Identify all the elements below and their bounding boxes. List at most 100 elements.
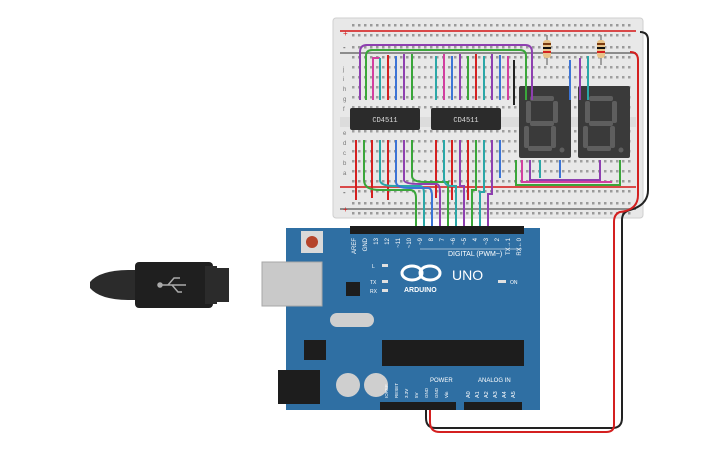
breadboard-hole <box>436 76 439 79</box>
breadboard-hole <box>460 96 463 99</box>
analog-label: ANALOG IN <box>478 378 511 384</box>
seven-segment-display-2[interactable] <box>578 86 630 158</box>
breadboard-hole <box>508 140 511 143</box>
breadboard-hole <box>454 56 457 59</box>
breadboard-hole <box>544 76 547 79</box>
breadboard-hole <box>418 56 421 59</box>
breadboard-hole <box>586 170 589 173</box>
breadboard-hole <box>454 150 457 153</box>
breadboard-hole <box>616 34 619 37</box>
arduino-wires[interactable] <box>363 31 649 433</box>
capacitor-2 <box>364 373 388 397</box>
breadboard-hole <box>454 180 457 183</box>
breadboard-hole <box>580 34 583 37</box>
breadboard-hole <box>364 212 367 215</box>
breadboard-hole <box>502 56 505 59</box>
breadboard-hole <box>394 46 397 49</box>
breadboard-hole <box>454 130 457 133</box>
power-pin-label: 3.3V <box>404 389 409 398</box>
breadboard-hole <box>358 24 361 27</box>
breadboard-hole <box>586 190 589 193</box>
breadboard-hole <box>376 106 379 109</box>
breadboard-hole <box>532 34 535 37</box>
breadboard-hole <box>364 190 367 193</box>
breadboard-hole <box>370 96 373 99</box>
breadboard-hole <box>424 140 427 143</box>
chip-label: CD4511 <box>453 117 478 125</box>
breadboard-hole <box>508 34 511 37</box>
breadboard-hole <box>592 56 595 59</box>
breadboard-hole <box>628 212 631 215</box>
breadboard-hole <box>520 190 523 193</box>
row-letter: c <box>343 151 346 157</box>
breadboard-hole <box>394 190 397 193</box>
breadboard-hole <box>376 190 379 193</box>
usb-cable[interactable] <box>90 262 229 308</box>
breadboard-hole <box>418 202 421 205</box>
breadboard-hole <box>412 24 415 27</box>
breadboard-hole <box>430 96 433 99</box>
chip-cd4511-2[interactable]: CD4511 <box>431 108 501 130</box>
breadboard-hole <box>520 76 523 79</box>
resistor-1[interactable] <box>543 35 551 65</box>
breadboard-hole <box>418 140 421 143</box>
breadboard-hole <box>460 130 463 133</box>
resistor-2[interactable] <box>597 35 605 65</box>
breadboard-hole <box>382 66 385 69</box>
breadboard-hole <box>370 86 373 89</box>
breadboard-hole <box>448 86 451 89</box>
breadboard-hole <box>490 24 493 27</box>
breadboard-wires[interactable] <box>359 44 589 105</box>
breadboard-hole <box>472 56 475 59</box>
reset-button[interactable] <box>301 231 323 253</box>
breadboard-hole <box>394 212 397 215</box>
breadboard-hole <box>574 202 577 205</box>
breadboard-hole <box>514 96 517 99</box>
breadboard-hole <box>352 34 355 37</box>
breadboard-hole <box>364 24 367 27</box>
breadboard-hole <box>400 86 403 89</box>
breadboard-hole <box>550 24 553 27</box>
breadboard-hole <box>412 202 415 205</box>
breadboard-hole <box>382 86 385 89</box>
breadboard-hole <box>502 170 505 173</box>
breadboard-hole <box>436 190 439 193</box>
breadboard-hole <box>436 202 439 205</box>
breadboard-hole <box>610 24 613 27</box>
breadboard-hole <box>424 86 427 89</box>
breadboard-hole <box>496 180 499 183</box>
chip-cd4511-1[interactable]: CD4511 <box>350 108 420 130</box>
seven-segment-display-1[interactable] <box>519 86 571 158</box>
breadboard-hole <box>598 212 601 215</box>
breadboard-hole <box>562 190 565 193</box>
breadboard-hole <box>502 130 505 133</box>
breadboard-hole <box>538 24 541 27</box>
breadboard-hole <box>514 212 517 215</box>
breadboard-hole <box>460 202 463 205</box>
digital-pin-label: 8 <box>429 237 435 241</box>
breadboard-hole <box>466 130 469 133</box>
breadboard-hole <box>592 66 595 69</box>
breadboard-hole <box>454 86 457 89</box>
breadboard-hole <box>418 106 421 109</box>
breadboard-hole <box>508 130 511 133</box>
breadboard-hole <box>406 160 409 163</box>
breadboard-hole <box>406 46 409 49</box>
breadboard-hole <box>496 160 499 163</box>
lower-wires[interactable] <box>355 140 621 200</box>
l-led-label: L <box>372 264 375 270</box>
breadboard-hole <box>436 34 439 37</box>
breadboard-hole <box>388 180 391 183</box>
breadboard-hole <box>478 76 481 79</box>
breadboard-hole <box>382 212 385 215</box>
breadboard-hole <box>400 56 403 59</box>
row-letter: j <box>342 67 344 73</box>
breadboard-hole <box>490 46 493 49</box>
breadboard-hole <box>622 56 625 59</box>
breadboard-hole <box>472 66 475 69</box>
breadboard-hole <box>358 202 361 205</box>
breadboard-hole <box>526 190 529 193</box>
breadboard-hole <box>418 76 421 79</box>
breadboard-hole <box>448 46 451 49</box>
